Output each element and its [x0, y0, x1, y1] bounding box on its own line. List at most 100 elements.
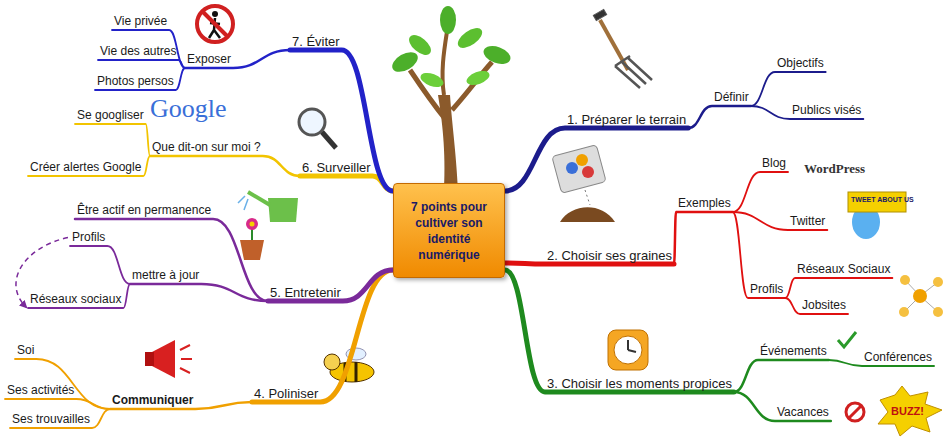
branch-line — [28, 156, 150, 176]
no-pedestrian-sign — [197, 6, 233, 42]
topic-text: 2. Choisir ses graines — [547, 248, 672, 263]
branch-line — [268, 270, 393, 301]
branch-line — [733, 212, 828, 230]
branch-topic: Vie privée — [112, 14, 169, 29]
watering-can-icon — [238, 192, 298, 260]
branch-topic: 4. Poliniser — [252, 386, 320, 401]
branch-topic: Réseaux sociaux — [28, 292, 123, 307]
topic-text: 5. Entretenir — [270, 285, 341, 300]
branch-line — [505, 263, 674, 264]
topic-text: Exposer — [187, 52, 231, 66]
branch-line — [734, 360, 829, 392]
branch-topic: Ses activités — [5, 383, 76, 398]
branch-line — [252, 270, 393, 402]
branch-topic: Publics visés — [790, 103, 863, 118]
magnifier-icon — [299, 109, 336, 148]
branch-topic: Soi — [15, 343, 36, 358]
topic-text: Définir — [714, 90, 749, 104]
topic-text: Réseaux Sociaux — [797, 262, 890, 276]
tree-illustration — [389, 6, 513, 190]
topic-text: Objectifs — [777, 56, 824, 70]
branch-topic: Définir — [712, 90, 751, 105]
branch-topic: Se googliser — [75, 108, 146, 123]
branch-topic: Que dit-on sur moi ? — [150, 140, 263, 155]
topic-text: 7. Éviter — [292, 34, 340, 49]
branch-line — [505, 128, 688, 191]
branch-topic: Événements — [758, 344, 829, 359]
branch-topic: Photos persos — [95, 74, 176, 89]
branch-topic: Profils — [70, 230, 107, 245]
branch-line — [95, 68, 185, 90]
forbidden-sign — [846, 403, 864, 421]
branch-topic: Être actif en permanence — [75, 203, 213, 218]
branch-line — [505, 270, 734, 392]
branch-topic: 6. Surveiller — [300, 160, 373, 175]
topic-text: Ses activités — [7, 383, 74, 397]
branch-topic: Exposer — [185, 52, 233, 67]
topic-text: Réseaux sociaux — [30, 292, 121, 306]
clock-icon — [608, 330, 648, 370]
pitchfork-icon — [593, 9, 652, 88]
topic-text: Soi — [17, 343, 34, 357]
topic-text: Twitter — [790, 214, 825, 228]
branch-topic: Twitter — [788, 214, 827, 229]
branch-topic: Vacances — [775, 405, 831, 420]
branch-topic: Créer alertes Google — [28, 160, 143, 175]
branch-line — [10, 409, 110, 428]
branch-line — [130, 284, 268, 301]
branch-topic: 3. Choisir les moments propices — [545, 376, 734, 391]
topic-text: Profils — [72, 230, 105, 244]
branch-line — [185, 50, 290, 68]
topic-text: Que dit-on sur moi ? — [152, 140, 261, 154]
branch-line — [785, 278, 892, 298]
branch-topic: 5. Entretenir — [268, 285, 343, 300]
branch-topic: 7. Éviter — [290, 34, 342, 49]
topic-text: Blog — [762, 156, 786, 170]
branch-topic: Ses trouvailles — [10, 412, 92, 427]
topic-text: Profils — [750, 282, 783, 296]
topic-text: Vacances — [777, 405, 829, 419]
logo-text: TWEET ABOUT US — [851, 196, 914, 203]
branch-line — [28, 284, 130, 308]
branch-topic: mettre à jour — [130, 268, 201, 283]
topic-text: 6. Surveiller — [302, 160, 371, 175]
topic-text: 4. Poliniser — [254, 386, 318, 401]
branch-topic: Profils — [748, 282, 785, 297]
megaphone-icon — [145, 340, 192, 378]
branch-line — [733, 212, 786, 298]
check-mark — [838, 332, 856, 347]
topic-text: 3. Choisir les moments propices — [547, 376, 732, 391]
topic-text: Vie privée — [114, 14, 167, 28]
topic-text: 7 points pour cultiver son identité numé… — [400, 199, 498, 263]
branch-line — [751, 72, 826, 106]
branch-line — [674, 212, 733, 264]
branch-line — [70, 246, 130, 284]
topic-text: Se googliser — [77, 108, 144, 122]
branch-line — [688, 106, 750, 128]
seeds-icon — [552, 145, 615, 222]
branch-topic: Blog — [760, 156, 788, 171]
branch-topic: Objectifs — [775, 56, 826, 71]
branch-topic: Communiquer — [110, 393, 195, 408]
topic-text: Conférences — [864, 350, 932, 364]
buzz-burst — [878, 386, 942, 436]
network-icon — [899, 275, 943, 317]
branch-topic: Exemples — [676, 196, 733, 211]
branch-topic: Réseaux Sociaux — [795, 262, 892, 277]
logo-text: Google — [150, 94, 227, 124]
topic-text: Événements — [760, 344, 827, 358]
topic-text: mettre à jour — [132, 268, 199, 282]
topic-text: Communiquer — [112, 393, 193, 407]
branch-line — [734, 392, 831, 421]
topic-text: Photos persos — [97, 74, 174, 88]
branch-line — [5, 399, 110, 409]
topic-text: Créer alertes Google — [30, 160, 141, 174]
branch-topic: Vie des autres — [98, 44, 179, 59]
topic-text: Ses trouvailles — [12, 412, 90, 426]
branch-topic: Jobsites — [800, 298, 848, 313]
topic-text: Exemples — [678, 196, 731, 210]
topic-text: Vie des autres — [100, 44, 177, 58]
logo-text: WordPress — [804, 161, 865, 177]
logo-text: BUZZ! — [891, 405, 924, 417]
